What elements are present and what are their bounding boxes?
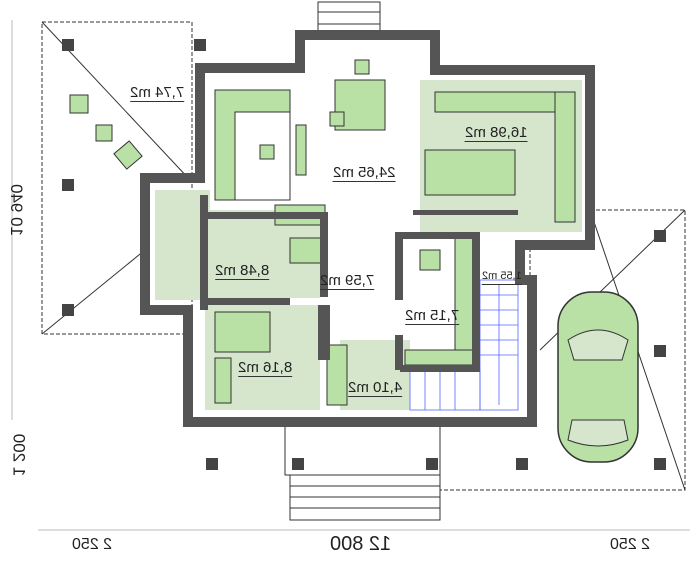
room-area-terrace: 7,74 m2: [130, 84, 185, 102]
dimension-left: 2 250: [72, 536, 113, 553]
room-area-utility: 8,48 m2: [215, 262, 270, 280]
car-icon: [557, 291, 639, 463]
room-area-office: 7,15 m2: [405, 307, 460, 325]
room-area-vestibule: 4,10 m2: [348, 379, 403, 397]
dimension-depth: 10 940: [7, 184, 26, 236]
room-area-closet: 1,55 m2: [482, 268, 522, 285]
dimension-lines: [11, 20, 690, 531]
room-area-hall: 7,59 m2: [320, 272, 375, 290]
carport: [439, 209, 686, 491]
dimension-porch: 1 200: [9, 433, 29, 477]
walls: [140, 30, 595, 427]
dimension-width: 12 800: [330, 533, 392, 555]
room-fills: [155, 59, 582, 410]
dimension-right: 2 250: [610, 536, 651, 553]
room-area-bathroom: 8,16 m2: [238, 359, 293, 377]
front-porch: [206, 419, 441, 521]
room-area-kitchen: 16,98 m2: [465, 124, 528, 142]
left-terrace: [41, 21, 206, 335]
room-area-living: 24,65 m2: [333, 164, 396, 182]
